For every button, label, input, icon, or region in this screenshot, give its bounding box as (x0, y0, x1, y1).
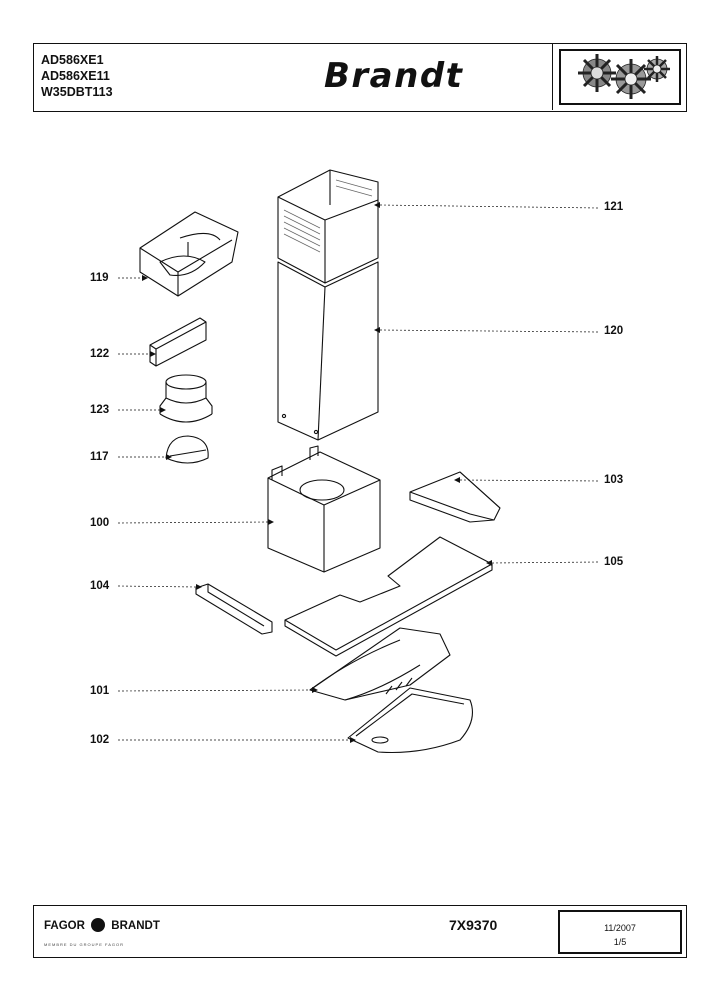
part-label-120: 120 (604, 325, 624, 337)
part-101-canopy (309, 627, 451, 701)
brand-tagline: MEMBRE DU GROUPE FAGOR (44, 942, 125, 947)
part-102-grease-filter (347, 687, 473, 754)
brand-fagor: FAGOR (44, 920, 85, 932)
header-divider (552, 44, 553, 110)
model-list: AD586XE1 AD586XE11 W35DBT113 (41, 52, 113, 100)
part-label-121: 121 (604, 201, 624, 213)
model-code: AD586XE1 (41, 53, 104, 67)
part-123-adapter-collar (159, 374, 213, 423)
gear-icon (578, 54, 616, 92)
document-number: 7X9370 (449, 917, 498, 933)
part-label-101: 101 (90, 685, 110, 697)
footer-frame: FAGOR BRANDT MEMBRE DU GROUPE FAGOR 7X93… (33, 905, 687, 958)
gears-illustration (559, 49, 681, 105)
fagor-brandt-logo: FAGOR BRANDT (44, 918, 160, 932)
part-label-122: 122 (90, 348, 110, 360)
gear-icon (644, 56, 670, 82)
part-label-100: 100 (90, 517, 110, 529)
brandt-logo: Brandt (324, 56, 464, 96)
document-date: 11/2007 (604, 923, 636, 933)
model-code: AD586XE11 (41, 69, 110, 83)
part-105-glass-plate (284, 536, 493, 657)
part-122-small-bracket (149, 317, 207, 367)
date-page-box: 11/2007 1/5 (558, 910, 682, 954)
part-label-103: 103 (604, 474, 624, 486)
part-label-123: 123 (90, 404, 110, 416)
part-104-left-bracket (195, 583, 273, 635)
part-label-105: 105 (604, 556, 624, 568)
part-100-motor-housing (267, 445, 381, 573)
part-label-102: 102 (90, 734, 110, 746)
page-number: 1/5 (613, 937, 627, 947)
brand-brandt: BRANDT (111, 920, 160, 932)
part-label-117: 117 (90, 451, 109, 463)
header-frame: AD586XE1 AD586XE11 W35DBT113 Brandt (33, 43, 687, 112)
part-label-119: 119 (90, 272, 109, 284)
part-119-ceiling-bracket (139, 211, 239, 297)
part-label-104: 104 (90, 580, 110, 592)
logo-mark-icon (91, 918, 106, 932)
gear-icon (611, 59, 651, 99)
model-code: W35DBT113 (41, 85, 113, 99)
part-103-right-bracket (409, 471, 501, 523)
part-117-flap (165, 435, 209, 464)
part-120-lower-chimney (277, 261, 379, 441)
part-121-upper-chimney (277, 169, 379, 284)
